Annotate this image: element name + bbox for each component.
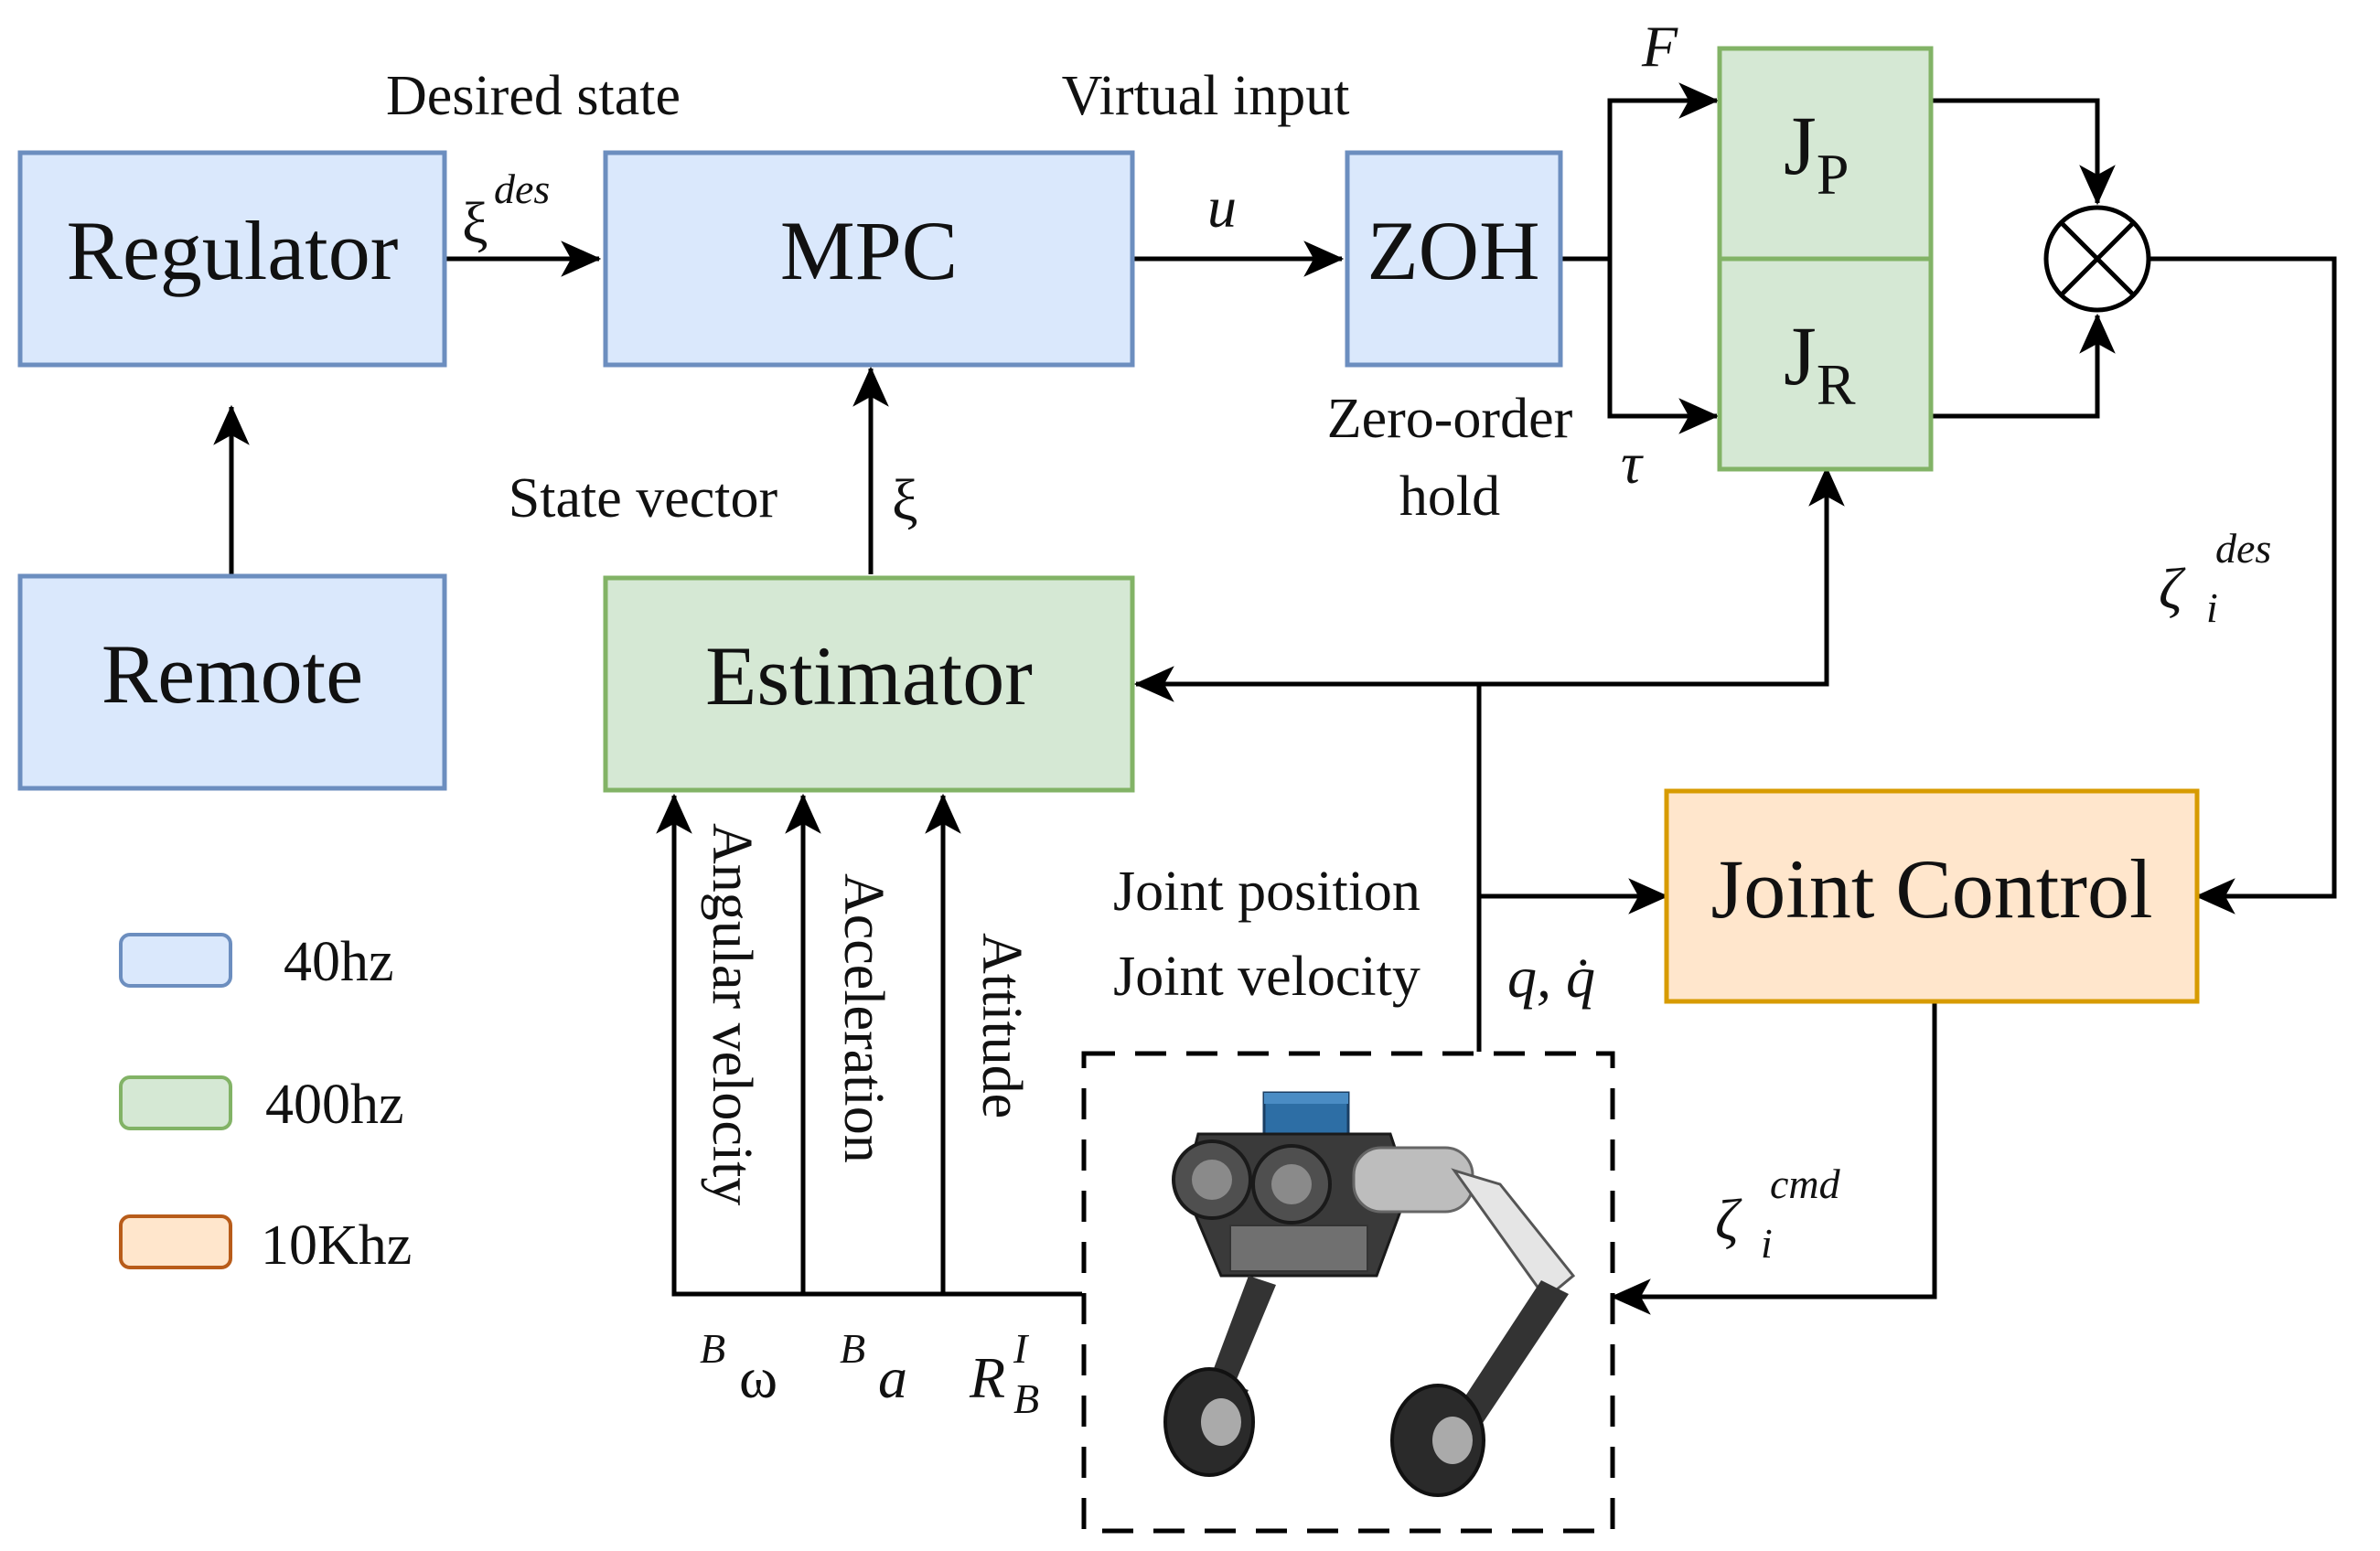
- joint-position-label: Joint position: [1113, 861, 1420, 923]
- legend: 40hz 400hz 10Khz: [119, 931, 412, 1277]
- robot-frame: [1081, 1051, 1615, 1534]
- force-symbol: F: [1641, 14, 1678, 79]
- block-regulator: Regulator: [17, 150, 447, 368]
- svg-text:ζ: ζ: [2159, 556, 2186, 621]
- remote-label: Remote: [102, 627, 363, 721]
- wire-jp-to-multiplier: [1931, 98, 2116, 206]
- robot-hip-motor-mid-cap: [1271, 1164, 1312, 1204]
- jp-box: [1717, 46, 1934, 262]
- zero-order-label-line1: Zero-order: [1327, 388, 1573, 450]
- mpc-box: [603, 150, 1135, 368]
- multiply-cross-b: [2059, 220, 2136, 297]
- wheeled-legged-robot-illustration: [1163, 1091, 1576, 1497]
- regulator-label: Regulator: [67, 204, 399, 297]
- legend-label-40hz: 40hz: [284, 931, 394, 993]
- block-remote: Remote: [17, 573, 447, 791]
- robot-body-plate: [1229, 1225, 1368, 1272]
- robot-hip-motor-left-cap: [1192, 1160, 1232, 1200]
- zeta-des-symbol: ζ des i: [2159, 525, 2271, 631]
- svg-text:des: des: [494, 166, 550, 212]
- legend-label-10khz: 10Khz: [261, 1214, 412, 1277]
- wire-joint-control-to-robot: [1610, 1002, 1937, 1315]
- legend-swatch-40hz: [119, 933, 232, 988]
- xi-des-symbol: ξ des: [462, 166, 550, 255]
- svg-text:a: a: [878, 1345, 907, 1410]
- jr-box: [1717, 256, 1934, 472]
- svg-text:B: B: [700, 1325, 725, 1372]
- block-jacobian: JP JR: [1717, 46, 1934, 472]
- robot-shoulder: [1352, 1146, 1474, 1214]
- joint-control-label: Joint Control: [1710, 842, 2152, 936]
- omega-symbol: B ω: [700, 1325, 777, 1410]
- block-joint-control: Joint Control: [1664, 788, 2200, 1004]
- q-qdot-symbol: q, q̇: [1507, 945, 1595, 1010]
- robot-dashed-border: [1081, 1051, 1615, 1534]
- state-vector-label: State vector: [509, 467, 778, 529]
- accel-symbol: B a: [840, 1325, 907, 1410]
- svg-text:B: B: [840, 1325, 865, 1372]
- wires: [213, 82, 2337, 1315]
- robot-rear-wheel-hub: [1201, 1398, 1241, 1446]
- svg-text:R: R: [969, 1345, 1005, 1410]
- acceleration-label: Acceleration: [832, 873, 895, 1163]
- svg-text:ζ: ζ: [1715, 1187, 1742, 1252]
- block-estimator: Estimator: [603, 575, 1135, 793]
- angular-velocity-label: Angular velocity: [701, 823, 763, 1205]
- zoh-box: [1345, 150, 1563, 368]
- wire-jr-to-multiplier: [1931, 313, 2116, 419]
- robot-rear-thigh: [1207, 1276, 1276, 1395]
- robot-front-thigh: [1451, 1168, 1576, 1301]
- legend-swatch-400hz: [119, 1075, 232, 1130]
- joint-velocity-label: Joint velocity: [1113, 946, 1420, 1008]
- robot-front-wheel-hub: [1432, 1417, 1473, 1464]
- joint-control-box: [1664, 788, 2200, 1004]
- remote-box: [17, 573, 447, 791]
- attitude-label: Attitude: [970, 933, 1033, 1118]
- mpc-label: MPC: [780, 204, 958, 297]
- xi-symbol: ξ: [892, 467, 918, 532]
- regulator-box: [17, 150, 447, 368]
- estimator-box: [603, 575, 1135, 793]
- rotation-symbol: R I B: [969, 1325, 1039, 1422]
- jr-label: JR: [1784, 309, 1856, 417]
- svg-text:cmd: cmd: [1770, 1161, 1841, 1207]
- desired-state-label: Desired state: [386, 65, 681, 127]
- virtual-input-label: Virtual input: [1062, 65, 1350, 127]
- wire-feedback-to-jr: [1479, 465, 1845, 687]
- svg-text:B: B: [1013, 1375, 1039, 1422]
- zoh-label: ZOH: [1367, 204, 1539, 297]
- svg-text:I: I: [1013, 1325, 1030, 1372]
- wire-zoh-to-jp: [1560, 82, 1720, 262]
- svg-text:ω: ω: [739, 1345, 777, 1410]
- torque-symbol: τ: [1621, 431, 1644, 496]
- wire-imu-angular-velocity: [656, 793, 1082, 1297]
- estimator-label: Estimator: [705, 629, 1033, 722]
- wire-zoh-to-jr: [1607, 259, 1720, 434]
- robot-front-shank: [1454, 1280, 1569, 1431]
- block-multiplier: [2043, 205, 2151, 313]
- zeta-cmd-symbol: ζ cmd i: [1715, 1161, 1841, 1267]
- jp-label: JP: [1784, 99, 1849, 207]
- u-symbol: u: [1207, 175, 1237, 240]
- wire-multiplier-to-joint-control: [2150, 256, 2337, 915]
- svg-text:i: i: [2206, 584, 2218, 631]
- svg-text:ξ: ξ: [462, 190, 488, 255]
- svg-text:i: i: [1761, 1220, 1773, 1267]
- legend-label-400hz: 400hz: [265, 1074, 404, 1136]
- block-mpc: MPC: [603, 150, 1135, 368]
- block-zoh: ZOH: [1345, 150, 1563, 368]
- svg-text:des: des: [2215, 525, 2271, 572]
- legend-swatch-10khz: [119, 1214, 232, 1269]
- zero-order-label-line2: hold: [1399, 465, 1500, 528]
- robot-computer-top: [1264, 1093, 1348, 1104]
